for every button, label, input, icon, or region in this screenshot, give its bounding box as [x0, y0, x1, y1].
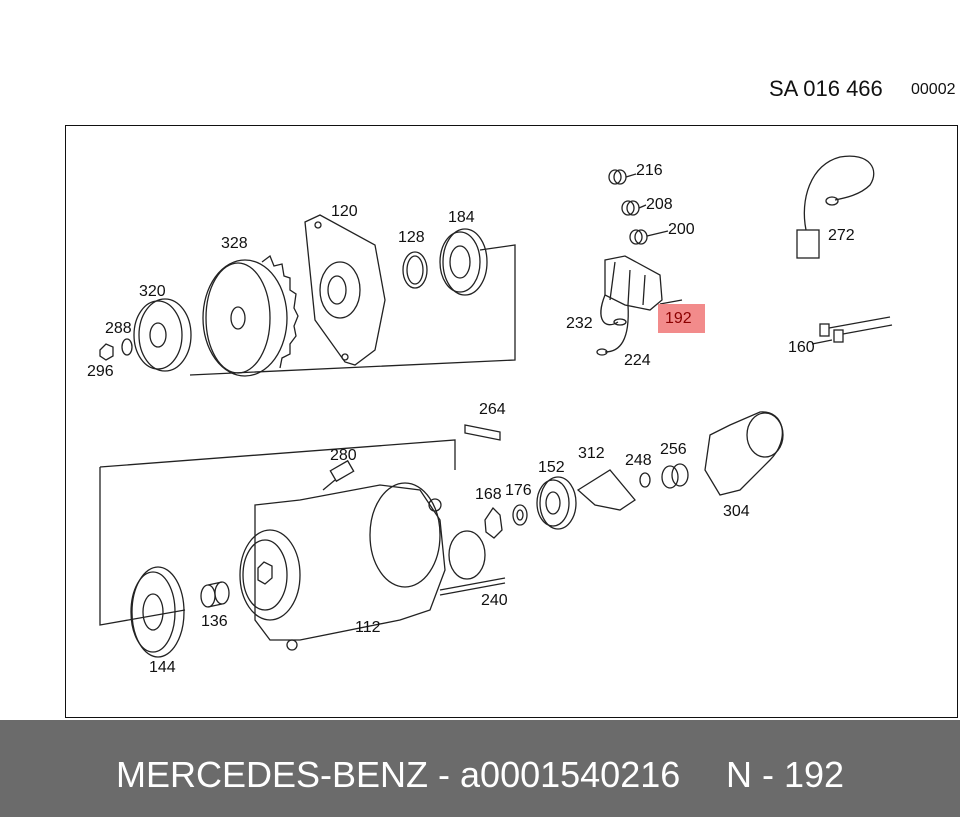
part-label-304[interactable]: 304: [723, 503, 750, 520]
part-label-112[interactable]: 112: [355, 619, 381, 636]
part-label-312[interactable]: 312: [578, 445, 605, 462]
part-label-152[interactable]: 152: [538, 459, 565, 476]
sheet-code: SA 016 466: [769, 76, 883, 101]
part-label-232[interactable]: 232: [566, 315, 593, 332]
exploded-alternator-drawing: [99, 155, 893, 658]
part-label-256[interactable]: 256: [660, 441, 687, 458]
part-label-288[interactable]: 288: [105, 320, 132, 337]
part-label-272[interactable]: 272: [828, 227, 855, 244]
footer-bar: MERCEDES-BENZ - a0001540216 N - 192: [0, 720, 960, 817]
part-label-144[interactable]: 144: [149, 659, 176, 676]
part-label-168[interactable]: 168: [475, 486, 502, 503]
position-number: N - 192: [726, 754, 845, 795]
part-label-160[interactable]: 160: [788, 339, 815, 356]
part-label-240[interactable]: 240: [481, 592, 508, 609]
part-label-120[interactable]: 120: [331, 203, 358, 220]
highlighted-part-text: 192: [665, 310, 692, 327]
part-label-280[interactable]: 280: [330, 447, 357, 464]
part-label-184[interactable]: 184: [448, 209, 475, 226]
part-label-208[interactable]: 208: [646, 196, 673, 213]
highlighted-part-label-192[interactable]: 192: [658, 304, 705, 333]
part-label-264[interactable]: 264: [479, 401, 506, 418]
part-label-128[interactable]: 128: [398, 229, 425, 246]
part-label-216[interactable]: 216: [636, 162, 663, 179]
part-label-176[interactable]: 176: [505, 482, 532, 499]
part-label-296[interactable]: 296: [87, 363, 114, 380]
part-label-224[interactable]: 224: [624, 352, 651, 369]
part-label-320[interactable]: 320: [139, 283, 166, 300]
brand-part-number: MERCEDES-BENZ - a0001540216: [116, 754, 681, 795]
part-label-248[interactable]: 248: [625, 452, 652, 469]
sheet-number: 00002: [911, 81, 956, 98]
part-label-136[interactable]: 136: [201, 613, 228, 630]
diagram-frame: [65, 125, 958, 718]
part-label-328[interactable]: 328: [221, 235, 248, 252]
part-label-200[interactable]: 200: [668, 221, 695, 238]
